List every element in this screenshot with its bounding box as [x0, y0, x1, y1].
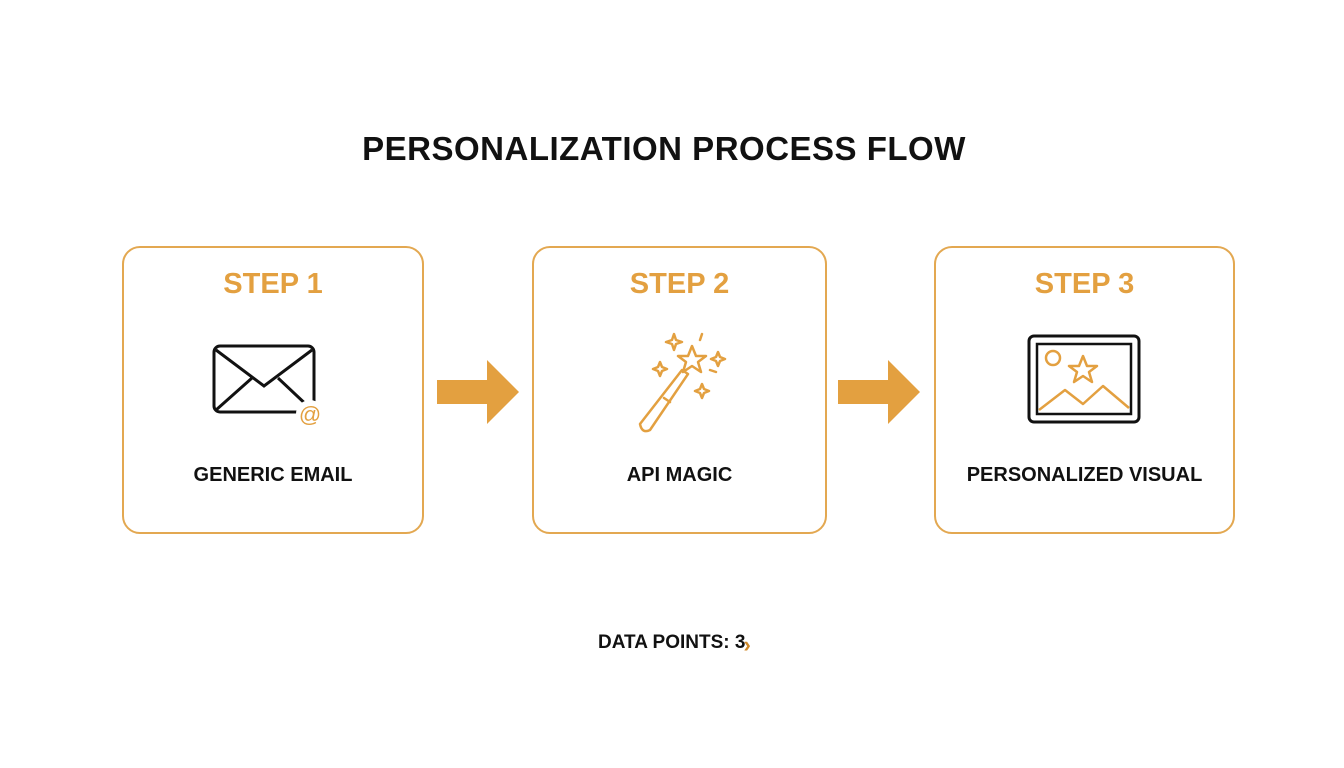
- step-3-heading: STEP 3: [1034, 268, 1135, 300]
- arrow-right-icon: [437, 360, 519, 424]
- page-title: PERSONALIZATION PROCESS FLOW: [362, 130, 966, 167]
- image-icon: [1027, 334, 1140, 424]
- step-3-label: PERSONALIZED VISUAL: [966, 464, 1203, 486]
- step-2-label: API MAGIC: [626, 464, 733, 486]
- step-1-heading: STEP 1: [223, 268, 323, 300]
- step-2-heading: STEP 2: [629, 268, 730, 300]
- svg-text:@: @: [299, 402, 321, 427]
- data-points-text: DATA POINTS: 3: [598, 632, 746, 653]
- step-1-card: STEP 1 @ GENERIC EMAIL: [122, 246, 424, 534]
- data-points-footer: DATA POINTS: 3›: [598, 628, 751, 657]
- arrow-right-icon: [838, 360, 920, 424]
- chevron-right-icon: ›: [743, 632, 751, 657]
- email-icon: @: [212, 344, 324, 428]
- step-1-label: GENERIC EMAIL: [193, 464, 353, 486]
- magic-wand-icon: [638, 332, 726, 433]
- step-3-card: STEP 3 PERSONALIZED VISUAL: [934, 246, 1235, 534]
- step-2-card: STEP 2 API MAGIC: [532, 246, 827, 534]
